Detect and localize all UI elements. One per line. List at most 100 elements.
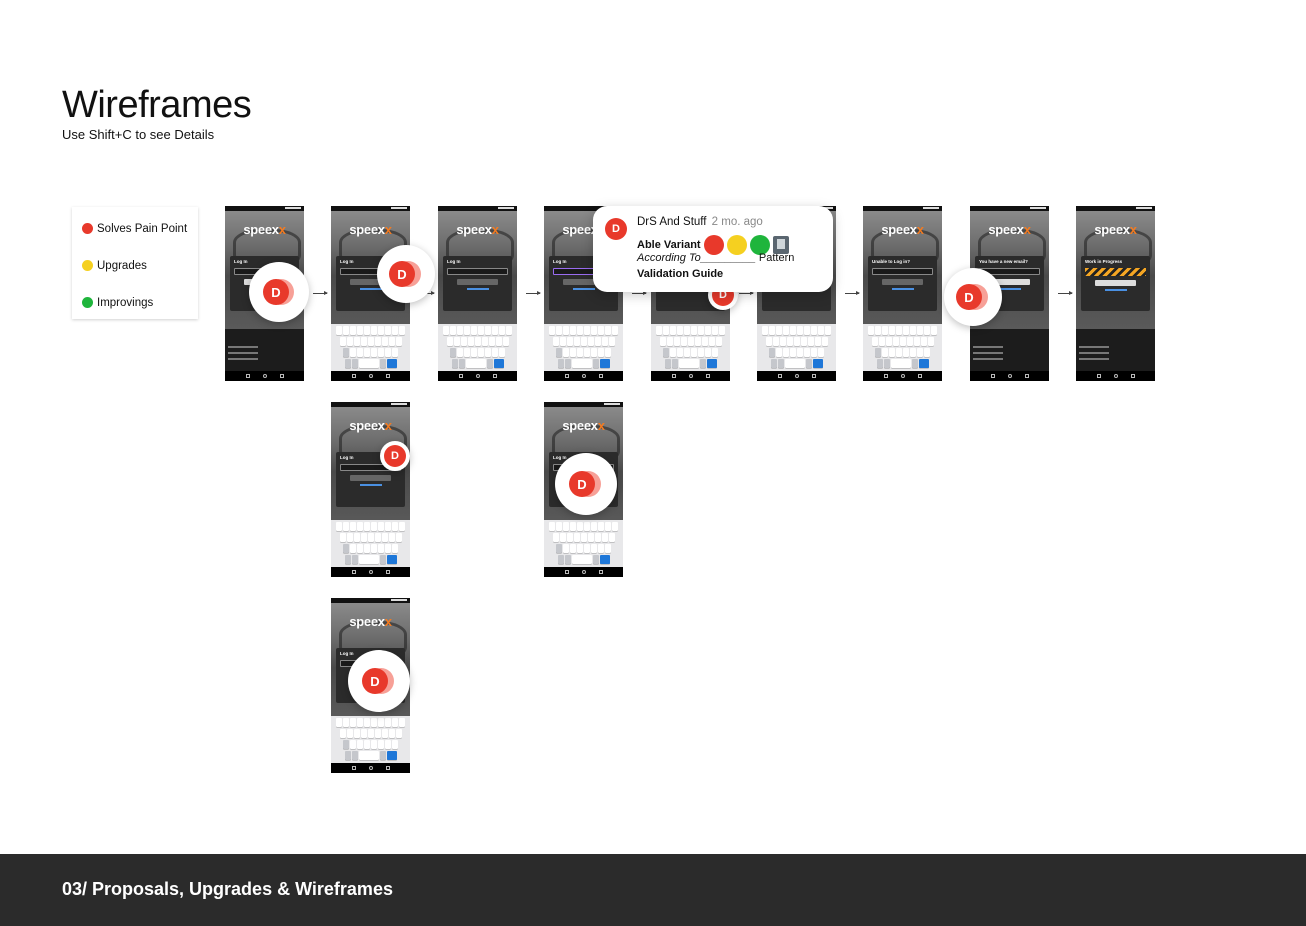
forgot-link[interactable] — [466, 288, 489, 290]
android-nav-bar — [863, 371, 942, 381]
status-bar — [1076, 206, 1155, 211]
recents-icon — [705, 374, 710, 378]
forgot-link[interactable] — [359, 288, 382, 290]
login-dialog: Log In — [443, 256, 512, 311]
status-bar — [331, 402, 410, 407]
keyboard-row — [864, 337, 941, 346]
keyboard-row — [332, 348, 409, 357]
flow-arrow — [526, 291, 541, 295]
keyboard — [544, 324, 623, 371]
login-button[interactable] — [350, 279, 391, 285]
keyboard-row — [545, 337, 622, 346]
comment-text: Able Variant — [637, 239, 701, 251]
flow-arrow — [1058, 291, 1073, 295]
forgot-link[interactable] — [891, 288, 914, 290]
avatar: D — [569, 471, 595, 497]
forgot-link[interactable] — [1104, 289, 1127, 291]
recents-icon — [917, 374, 922, 378]
status-bar — [544, 402, 623, 407]
login-button[interactable] — [563, 279, 604, 285]
email-field[interactable] — [447, 268, 508, 275]
forgot-link[interactable] — [572, 288, 595, 290]
login-button[interactable] — [350, 475, 391, 481]
keyboard-row — [545, 533, 622, 542]
android-nav-bar — [970, 371, 1049, 381]
status-bar — [331, 206, 410, 211]
keyboard-row — [439, 326, 516, 335]
login-button[interactable] — [989, 279, 1030, 285]
android-nav-bar — [438, 371, 517, 381]
back-icon — [351, 570, 356, 574]
keyboard — [757, 324, 836, 371]
forgot-link[interactable] — [359, 484, 382, 486]
keyboard-row — [545, 326, 622, 335]
comment-pin[interactable]: D — [377, 245, 435, 303]
android-nav-bar — [544, 371, 623, 381]
dialog-title: Log In — [340, 651, 354, 656]
back-icon — [245, 374, 250, 378]
yellow-dot-icon — [82, 260, 93, 271]
dialog-title: Log In — [447, 259, 461, 264]
keyboard-row — [439, 348, 516, 357]
keyboard — [331, 716, 410, 763]
login-button[interactable] — [1095, 280, 1136, 286]
back-icon — [351, 374, 356, 378]
keyboard-row — [332, 718, 409, 727]
comment-author-name: DrS And Stuff — [637, 216, 707, 228]
forgot-link[interactable] — [998, 288, 1021, 290]
recents-icon — [598, 374, 603, 378]
flow-arrow — [845, 291, 860, 295]
login-button[interactable] — [457, 279, 498, 285]
comment-pin[interactable]: D — [380, 441, 410, 471]
legend-item-improvings: Improvings — [82, 284, 198, 321]
recents-icon — [385, 766, 390, 770]
back-icon — [564, 570, 569, 574]
home-icon — [368, 766, 373, 770]
home-icon — [581, 570, 586, 574]
avatar: D — [956, 284, 982, 310]
keyboard-row — [545, 348, 622, 357]
flow-arrow — [739, 291, 754, 295]
page-subtitle: Use Shift+C to see Details — [62, 127, 215, 142]
avatar: D — [362, 668, 388, 694]
keyboard-row — [545, 544, 622, 553]
avatar: D — [384, 445, 406, 467]
progress-stripes — [1085, 268, 1146, 276]
keyboard-row — [652, 326, 729, 335]
legend-label: Solves Pain Point — [97, 222, 188, 235]
keyboard-row — [332, 729, 409, 738]
keyboard-row — [652, 359, 729, 368]
login-button[interactable] — [882, 279, 923, 285]
comment-pin[interactable]: D — [249, 262, 309, 322]
back-icon — [458, 374, 463, 378]
keyboard — [544, 520, 623, 567]
comment-avatar: D — [605, 218, 627, 240]
status-bar — [331, 598, 410, 603]
comment-pin[interactable]: D — [555, 453, 617, 515]
keyboard-row — [758, 337, 835, 346]
brand-logo: speexx — [349, 418, 392, 433]
comment-card[interactable]: D DrS And Stuff 2 mo. ago Able Variant A… — [593, 206, 833, 292]
flow-arrow — [313, 291, 328, 295]
keyboard-row — [332, 326, 409, 335]
back-icon — [883, 374, 888, 378]
keyboard-row — [332, 522, 409, 531]
keyboard-row — [332, 740, 409, 749]
comment-pin[interactable]: D — [348, 650, 410, 712]
avatar: D — [263, 279, 289, 305]
legend-item-upgrades: Upgrades — [82, 247, 198, 284]
email-field[interactable] — [872, 268, 933, 275]
green-circle-icon — [749, 235, 770, 255]
comment-pin[interactable]: D — [944, 268, 1002, 326]
back-icon — [351, 766, 356, 770]
back-icon — [1096, 374, 1101, 378]
avatar: D — [389, 261, 415, 287]
status-bar — [863, 206, 942, 211]
dialog-title: Log In — [553, 259, 567, 264]
